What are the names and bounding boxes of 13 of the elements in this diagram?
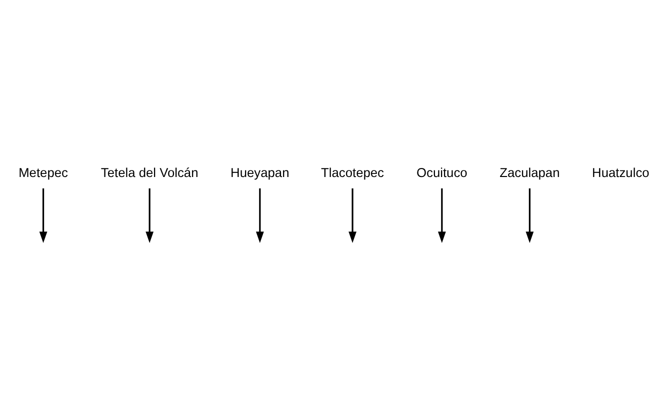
node-text: Zaculapan bbox=[500, 164, 560, 180]
node-text: Tetela del Volcán bbox=[100, 164, 198, 180]
node-text: Hueyapan bbox=[230, 164, 290, 180]
arrow bbox=[39, 188, 48, 242]
arrow bbox=[146, 188, 154, 242]
node-text: Ocuituco bbox=[416, 164, 468, 180]
arrow bbox=[526, 188, 534, 242]
label: Huatzulco bbox=[592, 164, 650, 180]
arrow bbox=[348, 188, 356, 242]
node-text: Tlacotepec bbox=[321, 164, 384, 180]
arrow bbox=[256, 188, 264, 242]
arrow bbox=[438, 188, 446, 242]
node-text: Metepec bbox=[18, 164, 68, 180]
